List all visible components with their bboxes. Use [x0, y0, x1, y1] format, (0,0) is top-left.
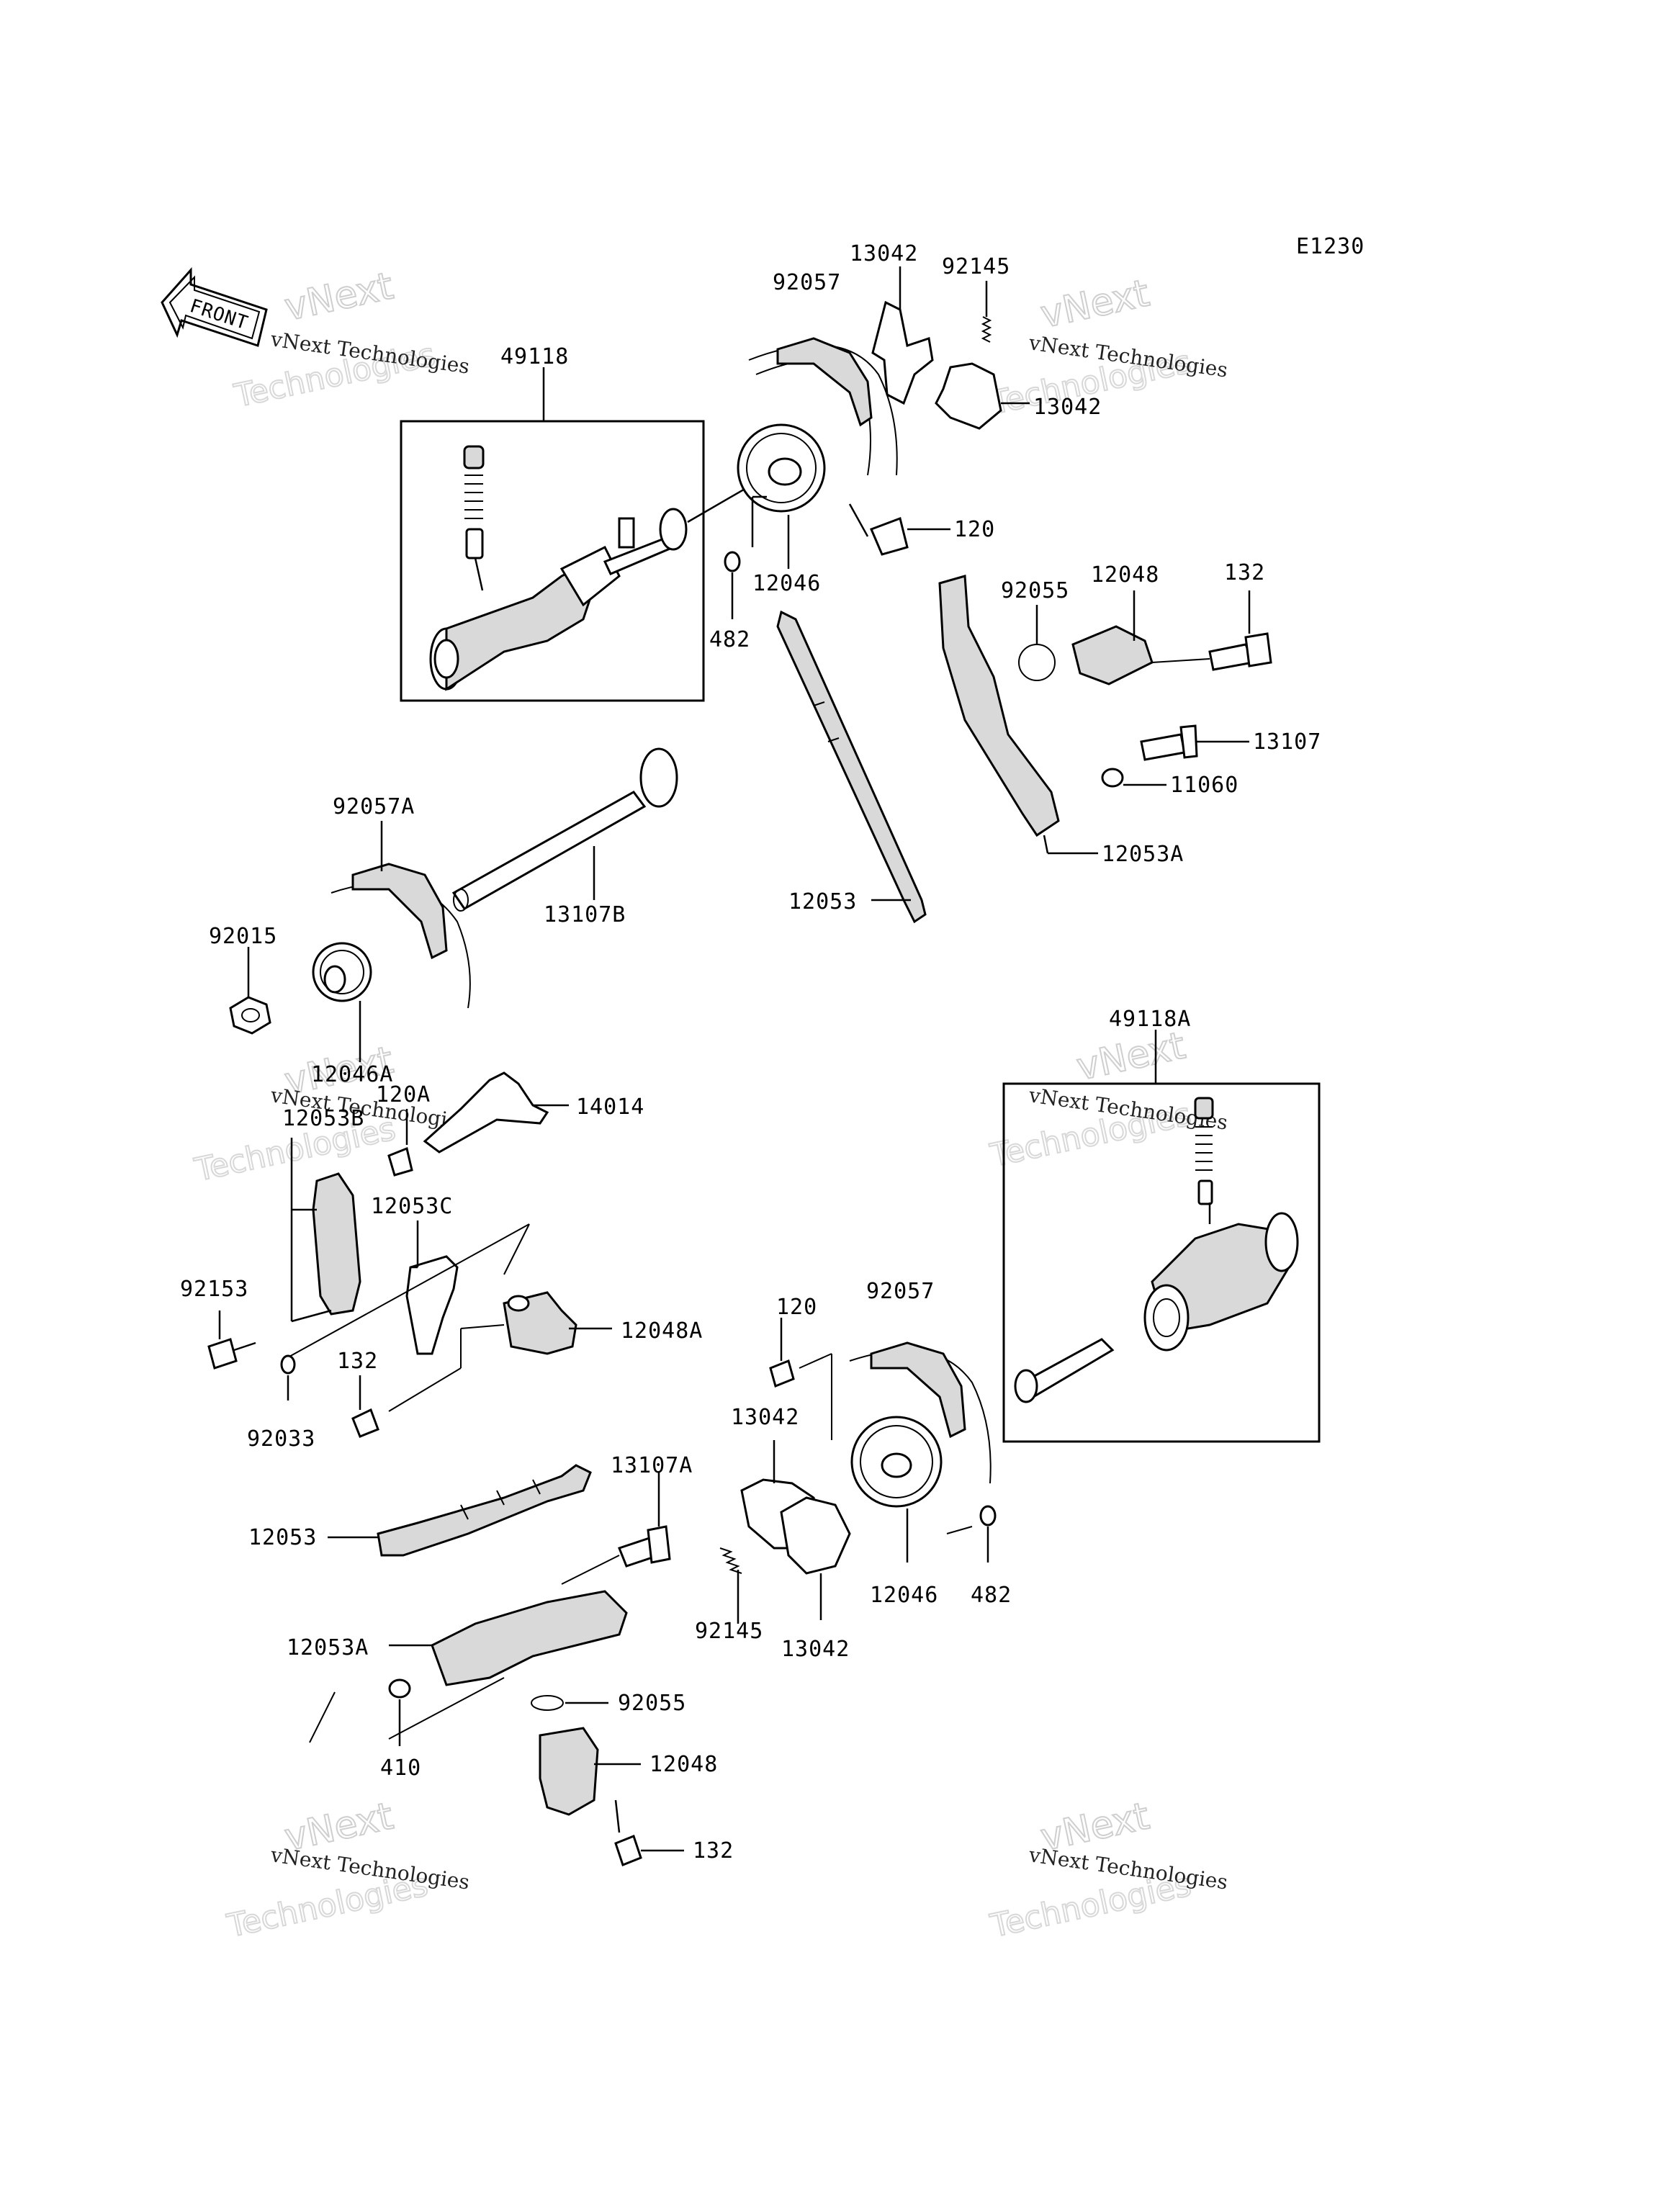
- watermark-mid-right: vNext Technologies vNext Technologies: [986, 1023, 1229, 1175]
- label-482-bottom: 482: [971, 1583, 1012, 1608]
- weight-13042-bottom-illustration: [740, 1478, 851, 1575]
- front-arrow-icon: FRONT: [161, 267, 268, 347]
- label-12053C: 12053C: [371, 1194, 453, 1219]
- label-482-top: 482: [709, 627, 750, 652]
- ring-482-bottom-illustration: [979, 1505, 997, 1527]
- label-12046-top: 12046: [752, 571, 821, 596]
- label-13042-top: 13042: [850, 241, 918, 266]
- label-14014: 14014: [576, 1094, 644, 1120]
- gear-12046A-illustration: [312, 942, 372, 1002]
- label-13042-bottom-2: 13042: [781, 1637, 850, 1662]
- o-ring-92055-bottom-illustration: [531, 1695, 564, 1711]
- label-92057A: 92057A: [333, 794, 415, 819]
- watermark-bottom-left: vNext Technologies vNext Technologies: [223, 1794, 471, 1946]
- label-11060: 11060: [1170, 773, 1238, 798]
- bolt-132-mid-illustration: [351, 1408, 379, 1438]
- label-13042-top-2: 13042: [1033, 395, 1102, 420]
- watermark-bottom-right: vNext Technologies vNext Technologies: [986, 1794, 1229, 1946]
- label-120A: 120A: [376, 1082, 431, 1107]
- label-410: 410: [380, 1755, 421, 1781]
- tensioner-12048-bottom-illustration: [539, 1727, 599, 1816]
- sprocket-top-illustration: [737, 423, 826, 513]
- label-92153: 92153: [180, 1277, 248, 1302]
- label-12046A: 12046A: [311, 1062, 393, 1087]
- label-13042-bottom: 13042: [731, 1405, 799, 1430]
- label-13107B: 13107B: [544, 902, 626, 927]
- label-92055-bottom: 92055: [618, 1691, 686, 1716]
- spring-92145-top-illustration: [981, 316, 992, 343]
- label-12048-bottom: 12048: [649, 1752, 718, 1777]
- label-12053-top: 12053: [788, 889, 857, 914]
- chain-guide-12053-bottom-illustration: [377, 1464, 592, 1557]
- camshaft-right-illustration: [1014, 1097, 1299, 1403]
- bolt-120-top-illustration: [848, 503, 909, 556]
- label-12053A-top: 12053A: [1102, 842, 1184, 867]
- assembly-box-49118A: [1002, 1082, 1321, 1443]
- label-49118A: 49118A: [1109, 1007, 1191, 1032]
- tensioner-guide-12053A-top-illustration: [938, 575, 1060, 837]
- diagram-code: E1230: [1296, 234, 1364, 259]
- label-12048-top: 12048: [1091, 562, 1159, 588]
- label-12046-bottom: 12046: [870, 1583, 938, 1608]
- label-92057-top: 92057: [773, 270, 841, 295]
- label-12053B: 12053B: [282, 1106, 364, 1131]
- label-13107A: 13107A: [611, 1453, 693, 1478]
- label-120-bottom: 120: [776, 1295, 817, 1320]
- label-132-bottom: 132: [693, 1838, 734, 1863]
- bolt-92153-illustration: [207, 1338, 256, 1370]
- o-ring-92055-top-illustration: [1018, 644, 1056, 681]
- label-92055-top: 92055: [1001, 578, 1069, 603]
- chain-guide-12053-top-illustration: [776, 610, 927, 924]
- washer-92033-illustration: [280, 1354, 296, 1375]
- washer-410-illustration: [388, 1678, 411, 1699]
- label-12053-bottom: 12053: [248, 1525, 317, 1550]
- nut-92015-illustration: [229, 996, 271, 1035]
- spring-92145-bottom-illustration: [719, 1547, 742, 1574]
- assembly-box-49118: [400, 420, 705, 702]
- sprocket-bottom-illustration: [850, 1416, 943, 1508]
- label-132-top: 132: [1224, 560, 1265, 585]
- watermark-vnext: vNext: [281, 264, 397, 329]
- label-12053A-bottom: 12053A: [287, 1635, 369, 1660]
- camshaft-top-illustration: [429, 445, 688, 691]
- tensioner-12048-top-illustration: [1071, 625, 1154, 685]
- chain-92057A-illustration: [331, 863, 471, 1009]
- label-92145-top: 92145: [942, 254, 1010, 279]
- weight-13042-top-illustration: [871, 300, 1002, 430]
- watermark-top-left: vNext Technologies vNext Technologies: [230, 264, 471, 415]
- bolt-120-bottom-illustration: [769, 1359, 795, 1388]
- label-92033: 92033: [247, 1426, 315, 1452]
- label-92057-bottom: 92057: [866, 1279, 935, 1304]
- ring-482-illustration: [724, 551, 741, 572]
- watermark-vnext: vNext: [1037, 271, 1153, 336]
- tensioner-guide-12053A-bottom-illustration: [431, 1590, 628, 1686]
- shaft-13107B-illustration: [451, 747, 678, 912]
- label-92145-bottom: 92145: [695, 1619, 763, 1644]
- watermark-top-right: vNext Technologies vNext Technologies: [986, 271, 1229, 423]
- label-12048A: 12048A: [621, 1318, 703, 1344]
- bolt-120A-illustration: [387, 1146, 413, 1177]
- bolt-132-top-illustration: [1208, 632, 1272, 671]
- label-49118: 49118: [500, 344, 569, 369]
- part-labels: 49118 92057 13042 92145 13042 120 12046 …: [180, 241, 1321, 1863]
- bolt-132-bottom-illustration: [614, 1799, 642, 1866]
- label-92015: 92015: [209, 924, 277, 949]
- guide-12053C-illustration: [405, 1255, 459, 1355]
- washer-11060-illustration: [1101, 768, 1124, 788]
- pin-13107A-illustration: [618, 1525, 671, 1568]
- guide-12053B-illustration: [312, 1172, 361, 1316]
- label-132-mid: 132: [337, 1349, 378, 1374]
- tensioner-12048A-illustration: [503, 1291, 577, 1355]
- cam-chain-top-illustration: [748, 337, 898, 476]
- label-13107: 13107: [1253, 729, 1321, 755]
- pin-13107-illustration: [1140, 724, 1198, 761]
- label-120-top: 120: [954, 517, 995, 542]
- watermark-vnext: vNext: [1073, 1024, 1189, 1089]
- cam-chain-bottom-illustration: [849, 1341, 992, 1484]
